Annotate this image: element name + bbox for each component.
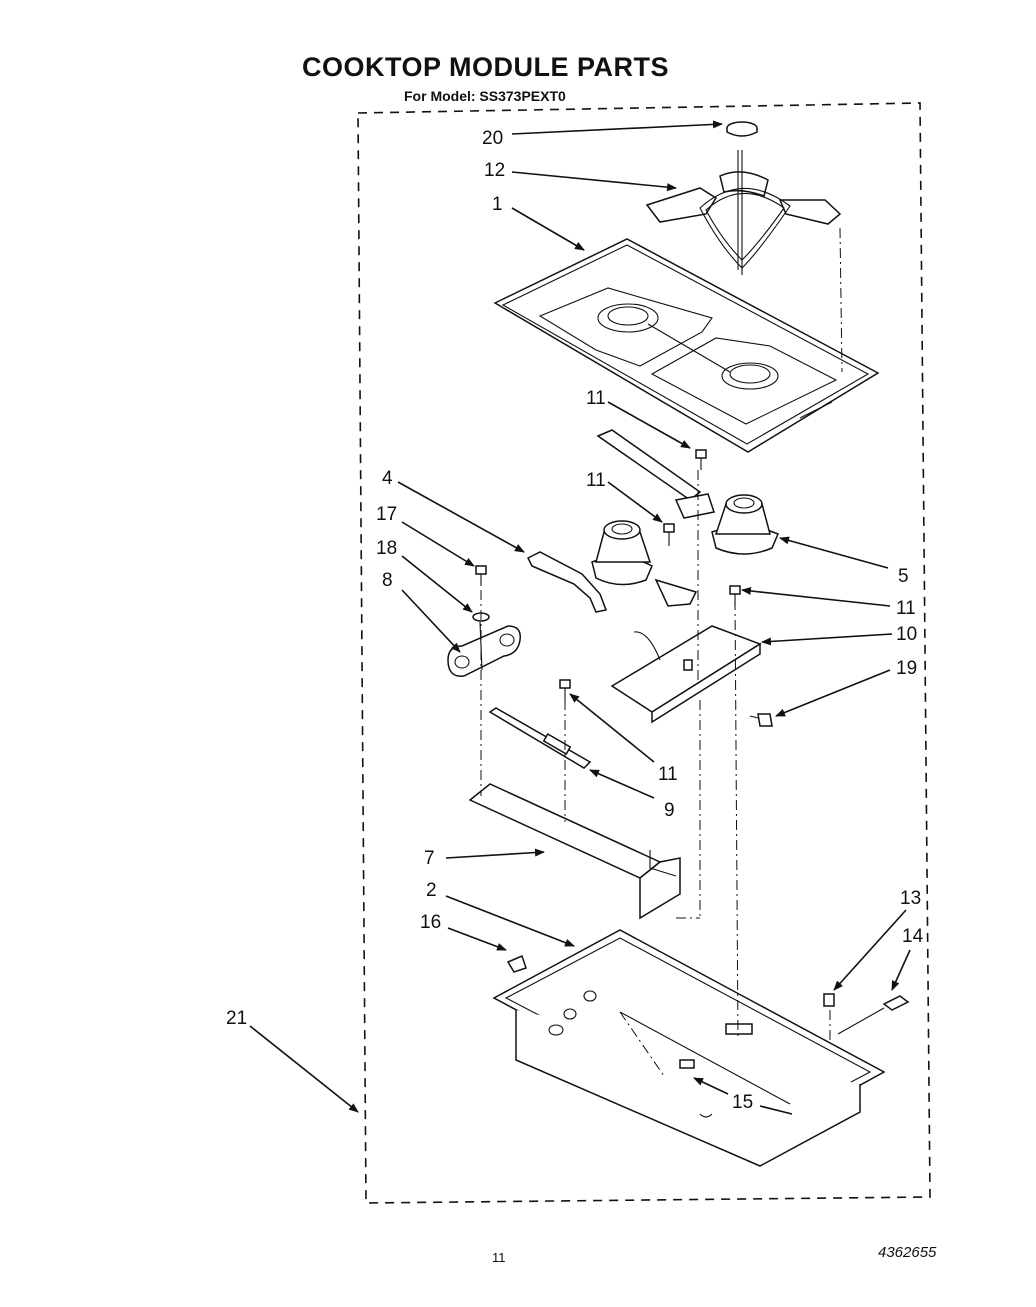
part-7-lower-bracket	[468, 783, 681, 920]
assembly-boundary	[357, 102, 931, 1204]
callout-8: 8	[382, 570, 393, 591]
part-11-screw-b	[663, 523, 675, 546]
callout-20: 20	[482, 128, 503, 149]
callout-11: 11	[586, 388, 606, 409]
callout-1: 1	[492, 194, 503, 215]
page-number: 11	[492, 1250, 506, 1265]
part-20-burner-cap	[726, 121, 758, 137]
part-5-burner-right	[596, 429, 779, 555]
part-17-screw	[475, 565, 487, 586]
callout-18: 18	[376, 538, 397, 559]
callout-15: 15	[732, 1092, 753, 1113]
callout-17: 17	[376, 504, 397, 525]
callout-10: 10	[896, 624, 917, 645]
part-12-grate	[645, 150, 842, 275]
part-9-tube	[488, 707, 592, 769]
callout-21: 21	[226, 1008, 247, 1029]
callout-labels: 20 12 1 11 11 4 17 18 8 5 11 10 19 11 9 …	[226, 128, 924, 1113]
callout-12: 12	[484, 160, 505, 181]
part-2-burner-box	[492, 929, 886, 1167]
alignment-lines	[480, 150, 843, 1077]
page-title: COOKTOP MODULE PARTS	[302, 52, 670, 82]
callout-9: 9	[664, 800, 675, 821]
part-1-cooktop-top	[493, 238, 880, 453]
part-19-screw	[749, 713, 773, 727]
part-11-screw-d	[559, 679, 571, 702]
part-14-pin	[837, 995, 910, 1035]
part-4-burner-left	[526, 520, 698, 613]
part-11-screw-a	[695, 449, 707, 470]
document-number: 4362655	[878, 1244, 937, 1261]
callout-7: 7	[424, 848, 435, 869]
callout-11: 11	[896, 598, 916, 619]
part-13-clip	[823, 993, 835, 1007]
leader-lines	[249, 120, 911, 1115]
model-subtitle: For Model: SS373PEXT0	[404, 88, 566, 104]
part-16-grommet	[506, 954, 527, 973]
callout-14: 14	[902, 926, 924, 947]
callout-4: 4	[382, 468, 393, 489]
callout-5: 5	[898, 566, 909, 587]
part-10-manifold-bracket	[610, 625, 762, 724]
callout-19: 19	[896, 658, 917, 679]
part-8-bracket	[447, 621, 521, 677]
callout-2: 2	[426, 880, 437, 901]
callout-16: 16	[420, 912, 441, 933]
callout-13: 13	[900, 888, 921, 909]
callout-11: 11	[586, 470, 606, 491]
callout-11: 11	[658, 764, 678, 785]
